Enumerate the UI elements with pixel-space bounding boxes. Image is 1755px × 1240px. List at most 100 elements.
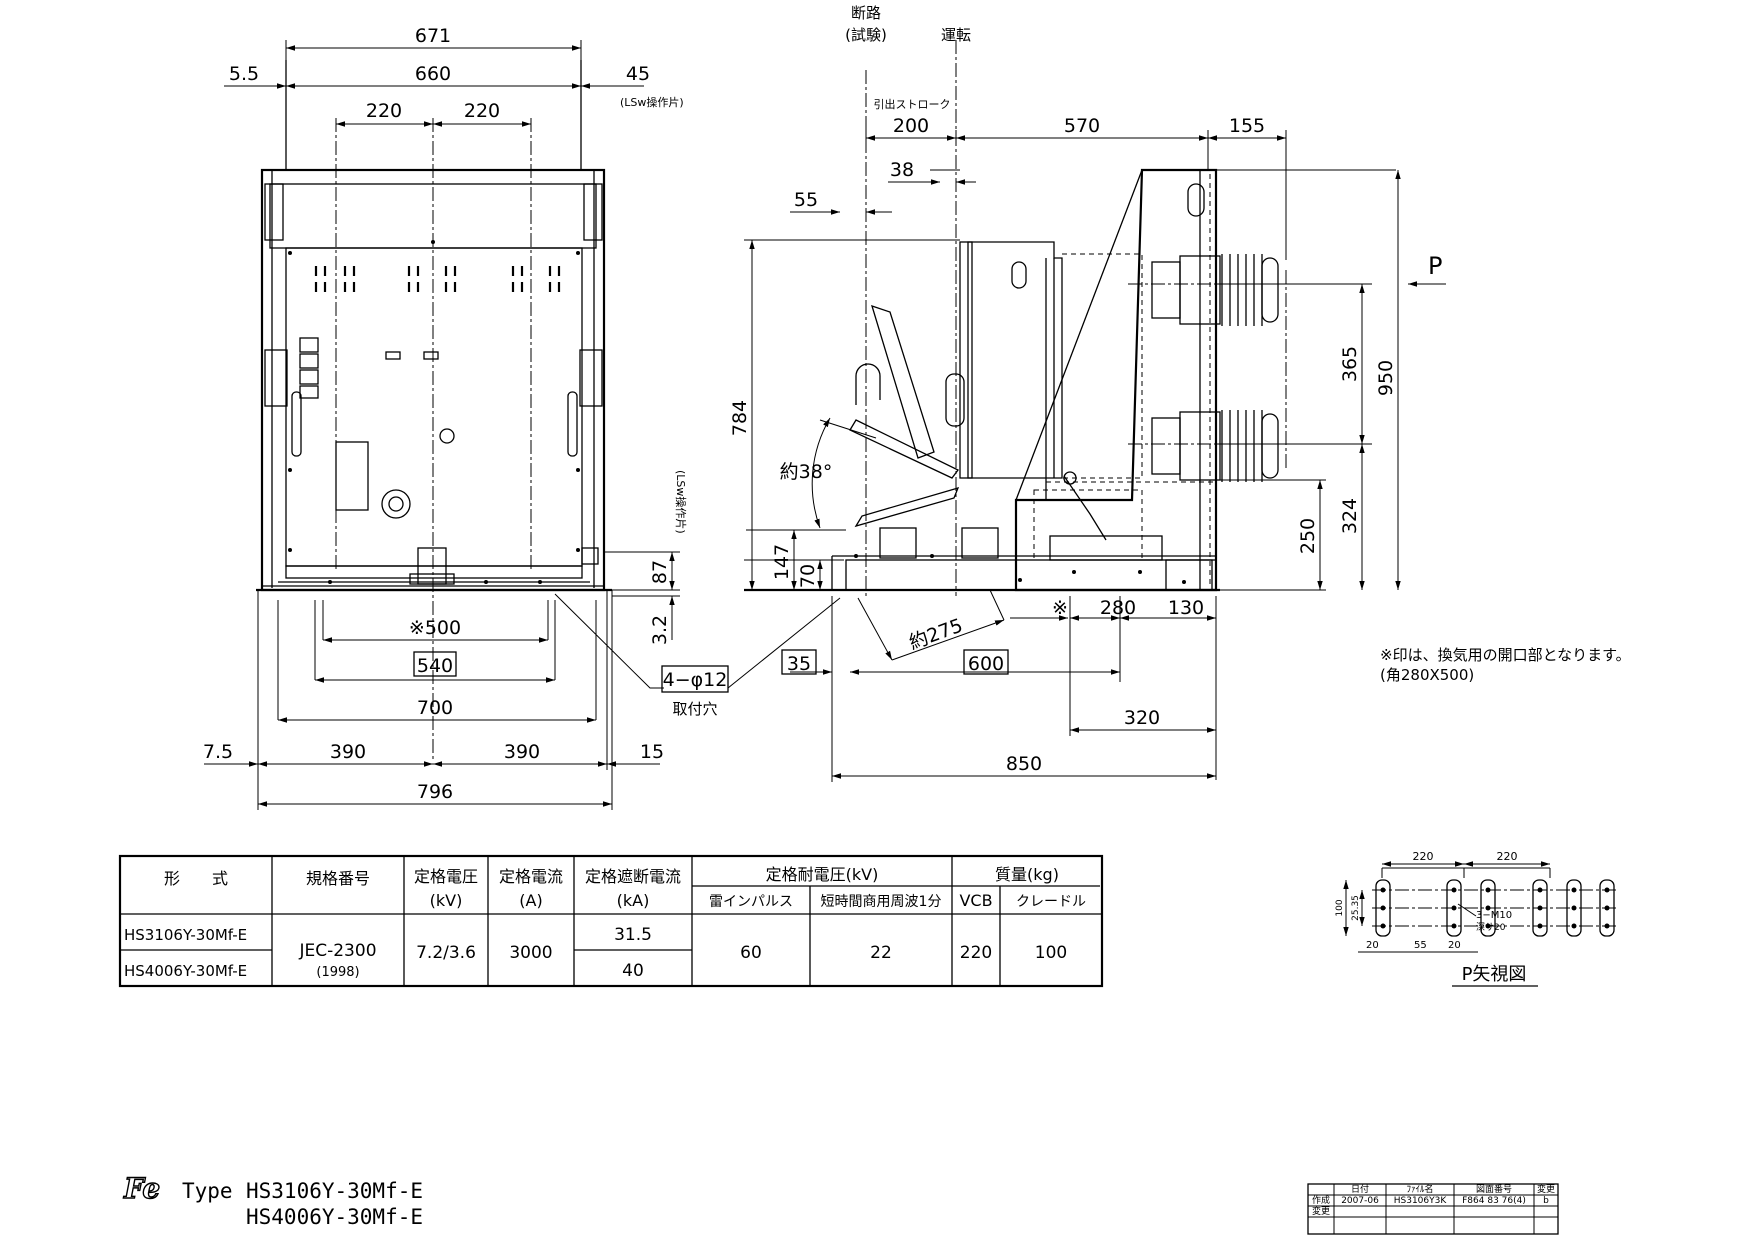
p-view: 220 220 100 25.35 3−M10 深サ20 20 55 20 P矢…	[1335, 850, 1618, 987]
upper-bushing	[1151, 254, 1279, 326]
dim-250: 250	[1297, 518, 1319, 554]
pview-220-right: 220	[1497, 850, 1518, 863]
label-run: 運転	[941, 26, 971, 44]
row2-type: HS4006Y-30Mf-E	[124, 962, 247, 980]
dim-280: 280	[1100, 597, 1136, 619]
dim-570: 570	[1064, 115, 1100, 137]
dim-star: ※	[1052, 597, 1068, 619]
dim-950: 950	[1375, 360, 1397, 396]
front-view: 671 660 5.5 45 (LSw操作片) 220 220 ※500 540…	[203, 25, 729, 810]
voltage-value: 7.2/3.6	[416, 943, 476, 963]
pview-20-left: 20	[1366, 940, 1379, 951]
hdr-breaking: 定格遮断電流	[585, 867, 681, 886]
hdr-current: 定格電流	[499, 867, 563, 886]
hdr-type: 形 式	[164, 869, 228, 888]
dim-390-right: 390	[504, 741, 540, 763]
hdr-cradle: クレードル	[1016, 894, 1086, 910]
dim-15: 15	[640, 741, 664, 763]
dim-390-left: 390	[330, 741, 366, 763]
p-arrow-label: P	[1428, 252, 1442, 280]
tb-file-hdr: ﾌｧｲﾙ名	[1406, 1183, 1433, 1195]
dim-324: 324	[1339, 498, 1361, 534]
hdr-mass: 質量(kg)	[995, 865, 1059, 884]
front-panel	[285, 247, 583, 567]
hdr-power-freq: 短時間商用周波1分	[821, 894, 942, 910]
dim-38: 38	[890, 159, 914, 181]
dim-700: 700	[417, 697, 453, 719]
dim-600-box	[963, 649, 1009, 675]
truck	[845, 559, 1217, 591]
ventilation-note-2: (角280X500)	[1380, 666, 1474, 684]
tb-file: HS3106Y3K	[1394, 1196, 1448, 1206]
hdr-breaking-unit: (kA)	[617, 891, 650, 910]
hole-label-box	[661, 665, 729, 693]
pview-title: P矢視図	[1462, 964, 1527, 985]
dim-540: 540	[417, 655, 453, 677]
standard-year: (1998)	[316, 965, 359, 980]
pview-depth: 深サ20	[1476, 922, 1506, 933]
hdr-voltage-unit: (kV)	[430, 891, 463, 910]
dim-600: 600	[968, 653, 1004, 675]
dim-87: 87	[649, 560, 671, 584]
dim-35-box	[781, 649, 817, 675]
lever-arm	[871, 304, 935, 459]
svg-text:Fe: Fe	[123, 1172, 160, 1205]
charge-hole	[381, 489, 411, 519]
front-knob	[439, 428, 455, 444]
dim-275: 約275	[906, 615, 965, 655]
current-value: 3000	[509, 943, 552, 963]
dim-220-left: 220	[366, 100, 402, 122]
tb-drawing-hdr: 図面番号	[1476, 1183, 1512, 1195]
side-view: 断路 (試験) 運転 引出ストローク 200 570 155 38 55 784…	[727, 4, 1631, 782]
dim-500: ※500	[409, 617, 461, 639]
impulse-value: 60	[740, 943, 762, 963]
dim-671: 671	[415, 25, 451, 47]
tb-date-hdr: 日付	[1351, 1184, 1369, 1195]
hdr-impulse: 雷インパルス	[709, 894, 793, 910]
hdr-voltage: 定格電圧	[414, 867, 478, 886]
label-test: (試験)	[845, 26, 887, 44]
dim-70: 70	[797, 564, 819, 588]
lower-bushing	[1151, 410, 1279, 482]
dim-850: 850	[1006, 753, 1042, 775]
pview-20-right: 20	[1448, 940, 1461, 951]
title-block: 日付 ﾌｧｲﾙ名 図面番号 変更 作成 変更 2007-06 HS3106Y3K…	[1307, 1183, 1559, 1235]
ventilation-note-1: ※印は、換気用の開口部となります。	[1380, 646, 1631, 664]
dim-155: 155	[1229, 115, 1265, 137]
dim-784: 784	[729, 400, 751, 436]
dim-365: 365	[1339, 346, 1361, 382]
right-handle	[567, 391, 578, 457]
dim-7-5: 7.5	[203, 741, 233, 763]
dim-220-right: 220	[464, 100, 500, 122]
fe-logo-icon: Fe	[122, 1171, 161, 1205]
hdr-withstand: 定格耐電圧(kV)	[766, 865, 879, 884]
dim-540-box	[413, 651, 457, 677]
row1-breaking: 31.5	[614, 925, 652, 945]
footer-model-1: HS3106Y-30Mf-E	[246, 1179, 423, 1203]
spec-table: 形 式 規格番号 定格電圧 (kV) 定格電流 (A) 定格遮断電流 (kA) …	[118, 854, 1104, 988]
dim-55: 55	[794, 189, 818, 211]
pview-220-left: 220	[1413, 850, 1434, 863]
hole-caption: 取付穴	[672, 700, 717, 718]
dim-796: 796	[417, 781, 453, 803]
power-freq-value: 22	[870, 943, 892, 963]
tb-rev-hdr: 変更	[1537, 1183, 1555, 1195]
dim-35: 35	[787, 653, 811, 675]
label-disconnect: 断路	[851, 4, 881, 22]
dim-320: 320	[1124, 707, 1160, 729]
standard-value: JEC-2300	[298, 941, 376, 961]
pview-55: 55	[1414, 940, 1427, 951]
row1-type: HS3106Y-30Mf-E	[124, 926, 247, 944]
cradle-mass-value: 100	[1035, 943, 1067, 963]
top-window	[1187, 183, 1205, 217]
left-handle	[291, 391, 302, 457]
footer-model-2: HS4006Y-30Mf-E	[246, 1205, 423, 1229]
hdr-standard: 規格番号	[306, 869, 370, 888]
pview-100: 100	[1335, 899, 1345, 916]
dim-200: 200	[893, 115, 929, 137]
dim-130: 130	[1168, 597, 1204, 619]
pview-25-35: 25.35	[1351, 895, 1361, 921]
pview-bolt: 3−M10	[1476, 910, 1512, 921]
vcb-mass-value: 220	[960, 943, 992, 963]
